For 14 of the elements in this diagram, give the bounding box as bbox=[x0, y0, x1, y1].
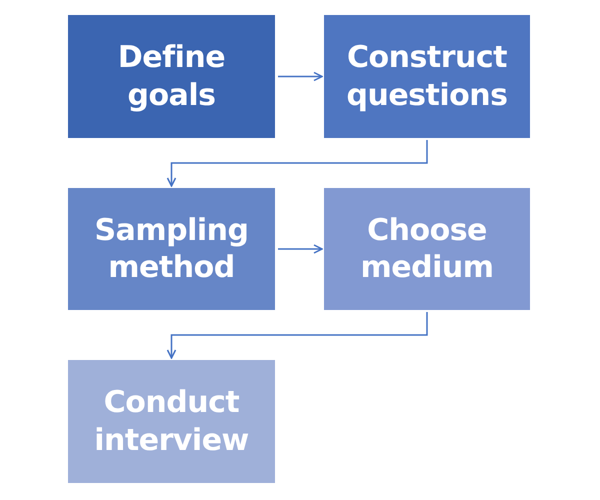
process-box bbox=[68, 188, 275, 310]
process-box bbox=[324, 188, 530, 310]
step-label: Conduct interview bbox=[93, 384, 250, 459]
arrow bbox=[278, 72, 323, 82]
arrow bbox=[278, 244, 323, 254]
process-box bbox=[324, 15, 530, 138]
arrow bbox=[166, 140, 428, 187]
step-label: Sampling method bbox=[94, 212, 250, 286]
step-label: Choose medium bbox=[360, 212, 494, 286]
process-box bbox=[68, 15, 275, 138]
step-label: Define goals bbox=[116, 39, 226, 114]
step-label: Construct questions bbox=[346, 39, 508, 114]
process-box bbox=[68, 360, 275, 483]
arrow bbox=[166, 312, 428, 359]
